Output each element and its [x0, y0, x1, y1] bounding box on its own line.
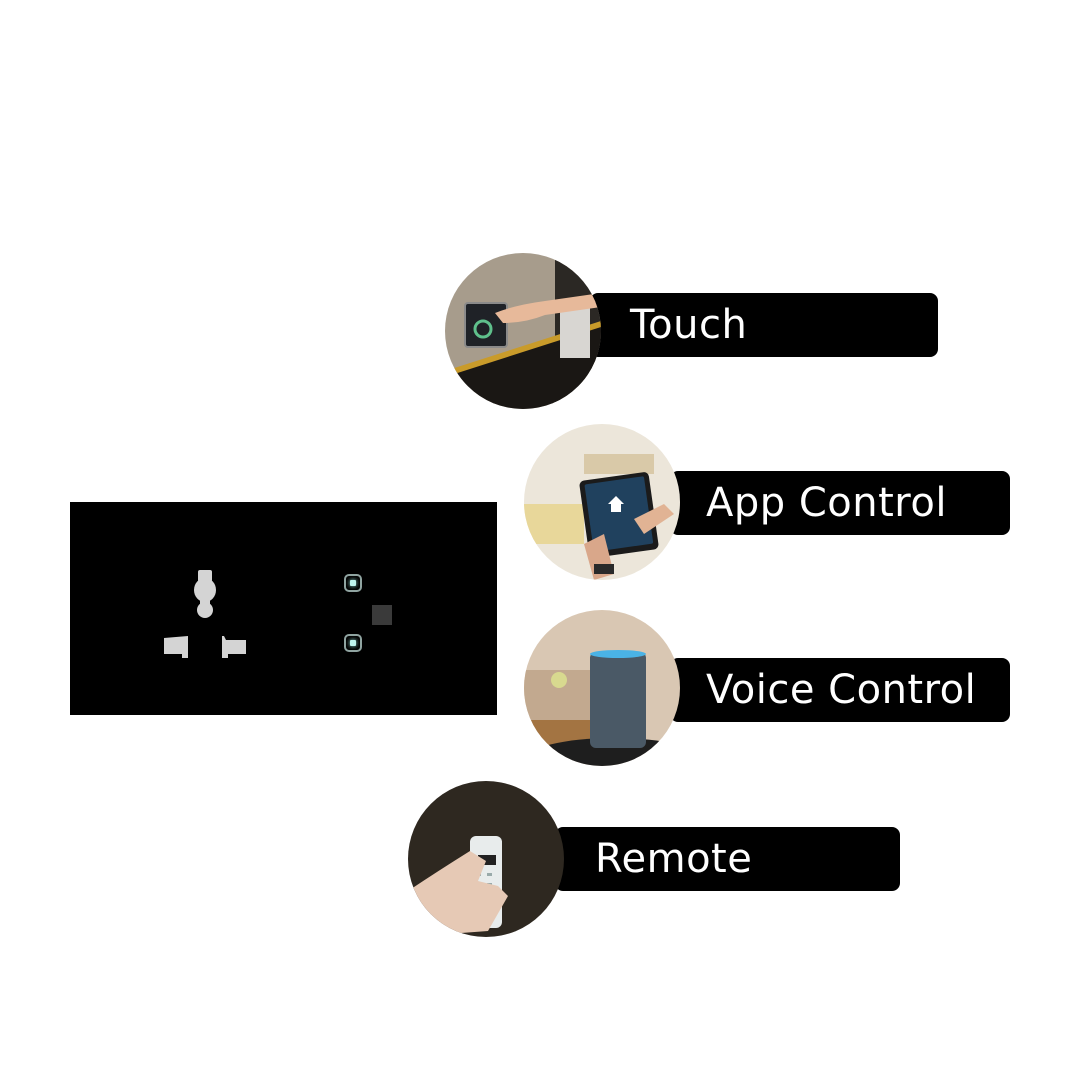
feature-label-app-control: App Control — [670, 471, 1010, 535]
hand-holding-remote-icon — [408, 781, 564, 937]
touch-photo — [445, 253, 601, 409]
feature-label-remote: Remote — [555, 827, 900, 891]
app-control-photo — [524, 424, 680, 580]
touch-switch-bottom[interactable] — [344, 634, 362, 652]
tablet-home-control-icon — [524, 424, 680, 580]
voice-control-photo — [524, 610, 680, 766]
touch-switches — [338, 572, 408, 662]
smart-speaker-icon — [524, 610, 680, 766]
sensor-square — [372, 605, 392, 625]
touch-switch-top[interactable] — [344, 574, 362, 592]
smart-socket-panel — [70, 502, 497, 715]
remote-photo — [408, 781, 564, 937]
feature-label-voice-control: Voice Control — [670, 658, 1010, 722]
hand-touching-panel-icon — [445, 253, 601, 409]
universal-socket-icon — [164, 570, 246, 658]
feature-label-touch: Touch — [590, 293, 938, 357]
